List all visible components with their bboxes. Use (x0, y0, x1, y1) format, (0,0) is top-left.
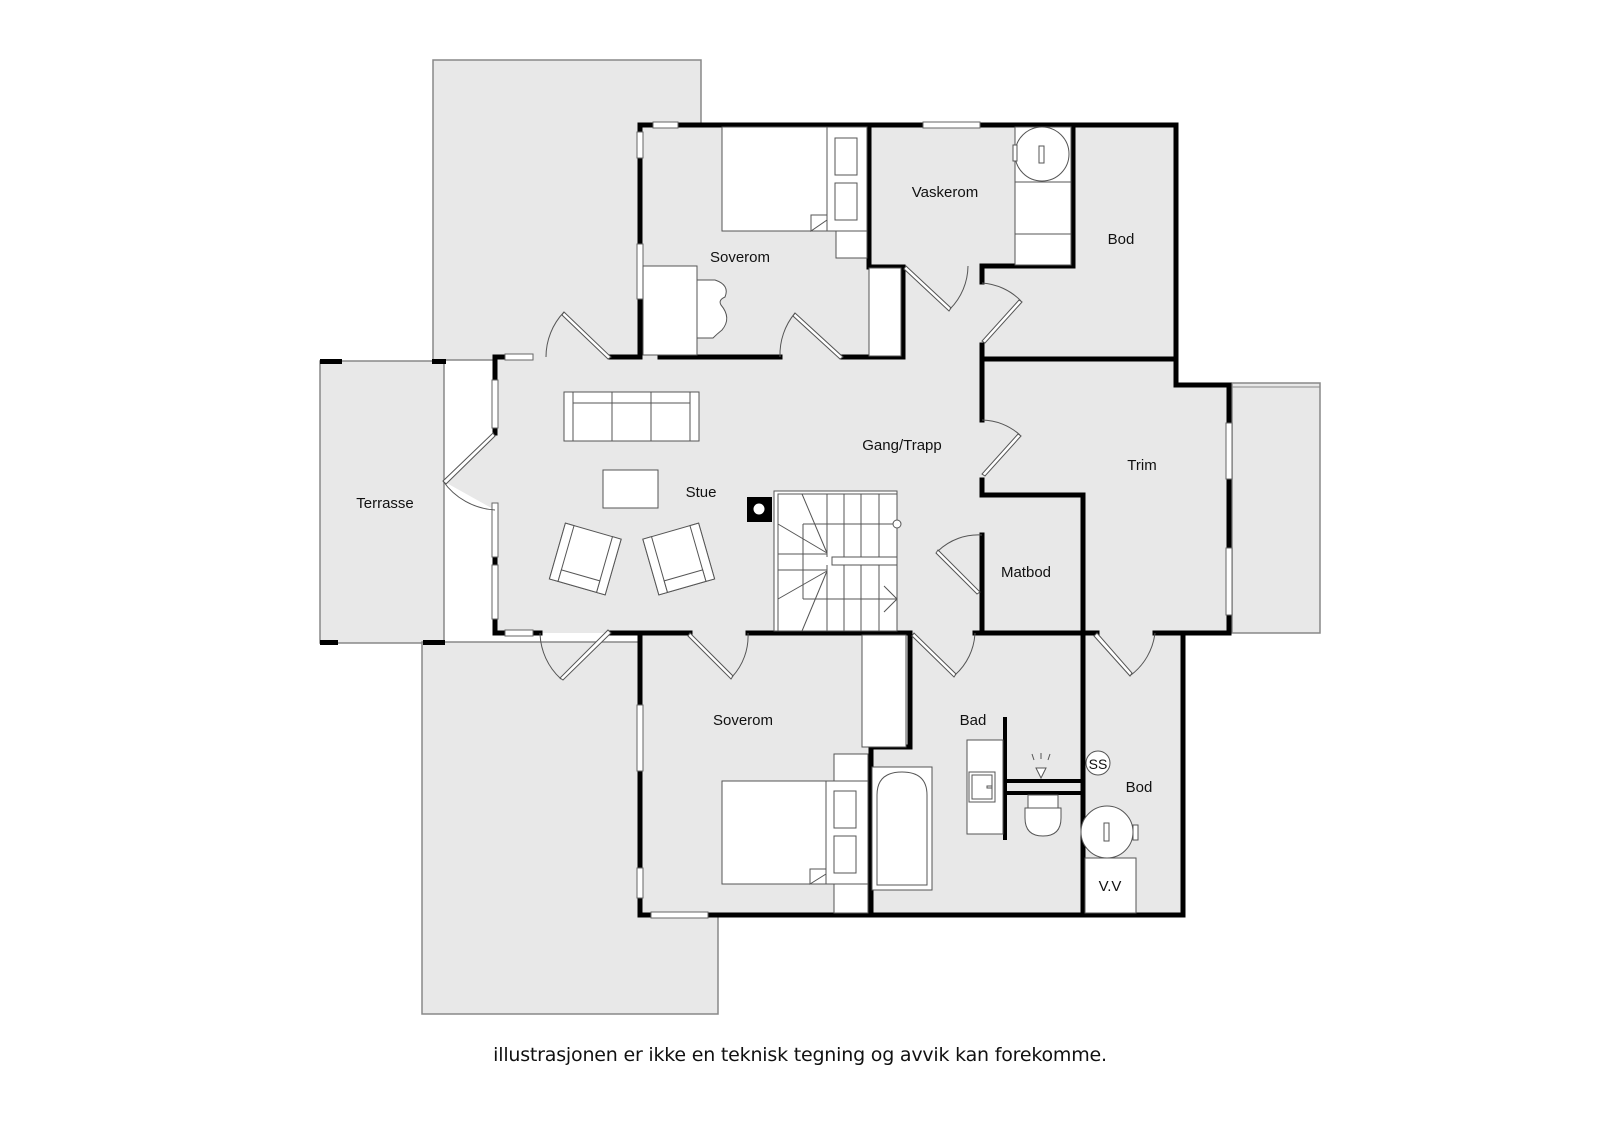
room-label-bad: Bad (960, 712, 987, 729)
sink-vanity (966, 739, 1004, 835)
armchair-left (548, 522, 622, 596)
room-label-matbod: Matbod (1001, 564, 1051, 581)
room-label-bod-ne: Bod (1108, 231, 1135, 248)
room-label-trim: Trim (1127, 457, 1156, 474)
room-labels: Soverom Vaskerom Bod Gang/Trapp Stue Ter… (356, 184, 1156, 895)
furniture (548, 126, 1139, 914)
coffee-table (602, 469, 659, 509)
water-heater-label: V.V (1099, 878, 1122, 895)
room-label-vaskerom: Vaskerom (912, 184, 978, 201)
east-balcony (1231, 382, 1321, 634)
toilet (1024, 794, 1062, 837)
room-label-terrasse: Terrasse (356, 495, 414, 512)
windows (491, 121, 1233, 919)
room-label-bod-se: Bod (1126, 779, 1153, 796)
room-label-soverom-south: Soverom (713, 712, 773, 729)
vv-box (1084, 857, 1137, 914)
sofa (563, 391, 700, 442)
doors (442, 265, 1156, 681)
disclaimer-text: illustrasjonen er ikke en teknisk tegnin… (493, 1044, 1107, 1066)
west-terrace (319, 360, 445, 644)
chimney (747, 497, 772, 522)
desk-north-bedroom (642, 265, 728, 356)
bathtub (871, 766, 933, 891)
laundry-appliances (1012, 126, 1072, 266)
smoke-detector-icon (1085, 750, 1111, 776)
staircase (773, 490, 902, 632)
armchair-right (642, 522, 716, 596)
room-label-stue: Stue (686, 484, 717, 501)
bed-south (721, 634, 907, 914)
bed-north (721, 126, 902, 357)
smoke-detector-label: SS (1089, 756, 1108, 772)
room-label-soverom-north: Soverom (710, 249, 770, 266)
shower-head (1031, 753, 1051, 780)
room-label-gang-trapp: Gang/Trapp (862, 437, 942, 454)
